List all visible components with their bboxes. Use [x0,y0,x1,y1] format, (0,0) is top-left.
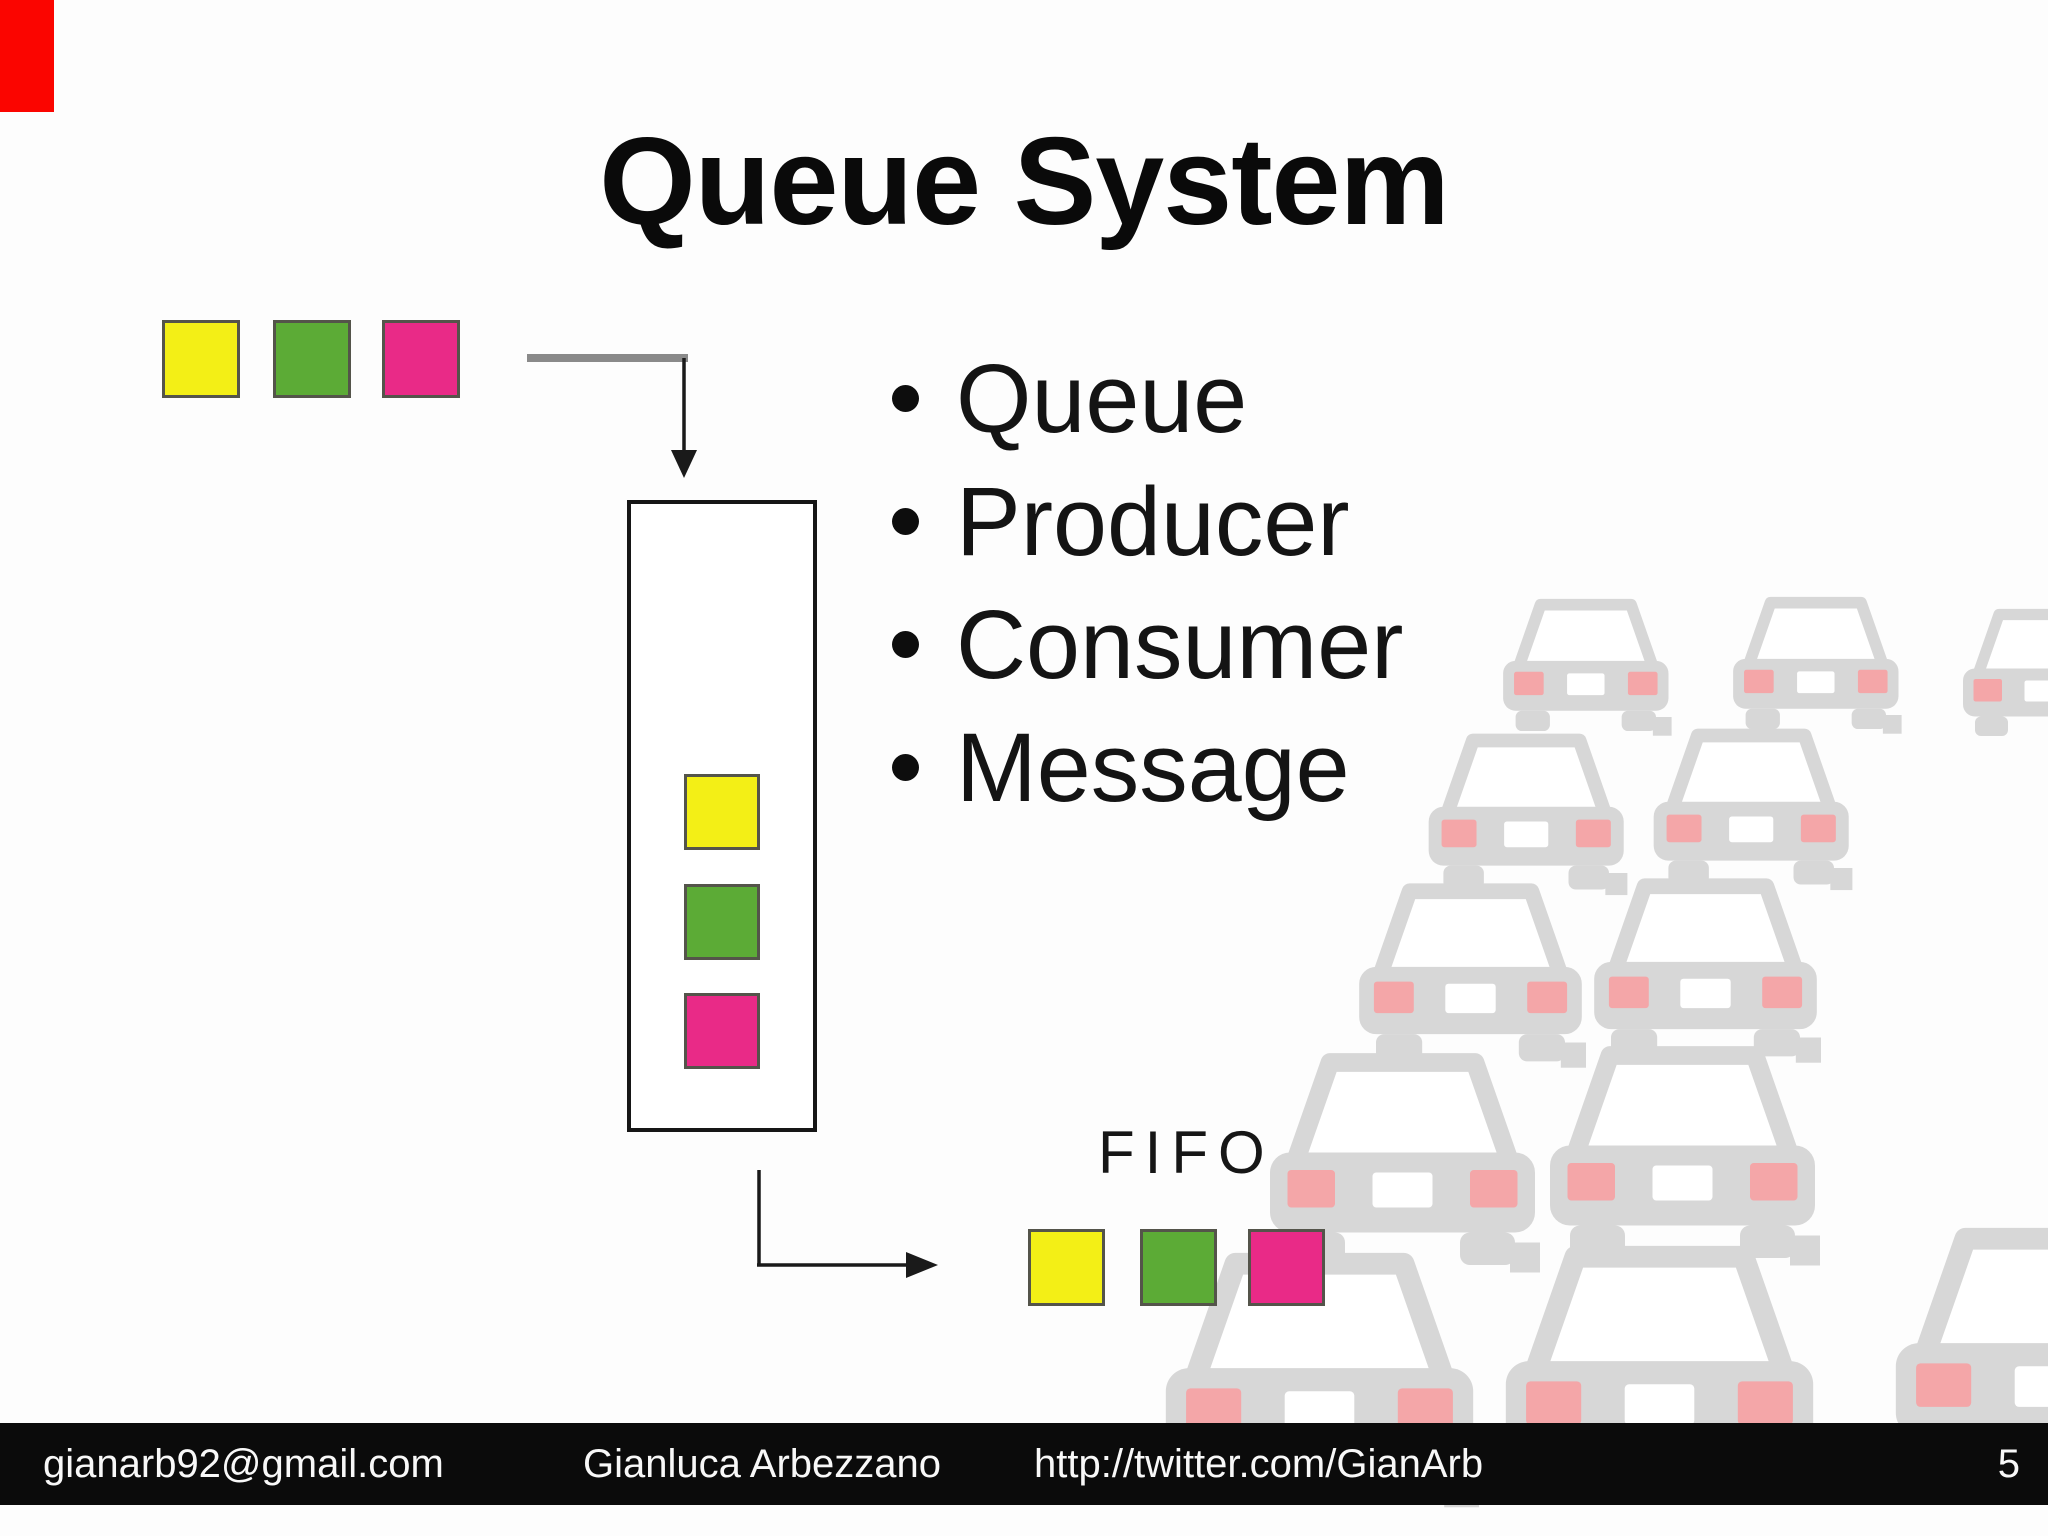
bullet-dot [892,508,919,535]
bullet-item-consumer: Consumer [892,583,1403,706]
footer-page-number: 5 [1997,1442,2020,1486]
message-square-yellow [1028,1229,1105,1306]
bullet-label: Producer [956,466,1350,576]
bullet-item-producer: Producer [892,460,1403,583]
bullet-item-queue: Queue [892,337,1403,460]
message-square-pink [382,320,460,398]
message-square-pink [1248,1229,1325,1306]
bullet-list: Queue Producer Consumer Message [892,337,1403,829]
footer-bar: gianarb92@gmail.com Gianluca Arbezzano h… [0,1423,2048,1505]
bullet-dot [892,631,919,658]
page-title: Queue System [599,113,1449,251]
footer-email: gianarb92@gmail.com [43,1442,444,1486]
message-square-yellow [162,320,240,398]
footer-twitter-url: http://twitter.com/GianArb [1034,1442,1484,1486]
message-square-green [273,320,351,398]
message-square-yellow [684,774,760,850]
producer-arrow [527,354,697,478]
message-square-green [1140,1229,1217,1306]
message-square-pink [684,993,760,1069]
message-square-green [684,884,760,960]
bullet-label: Consumer [956,589,1404,699]
consumer-arrow [757,1170,938,1278]
bullet-label: Message [956,712,1350,822]
fifo-label: FIFO [1098,1119,1275,1186]
bullet-item-message: Message [892,706,1403,829]
footer-author-name: Gianluca Arbezzano [583,1442,942,1486]
bullet-dot [892,385,919,412]
bullet-label: Queue [956,343,1248,453]
bullet-dot [892,754,919,781]
recording-marker [0,0,54,112]
